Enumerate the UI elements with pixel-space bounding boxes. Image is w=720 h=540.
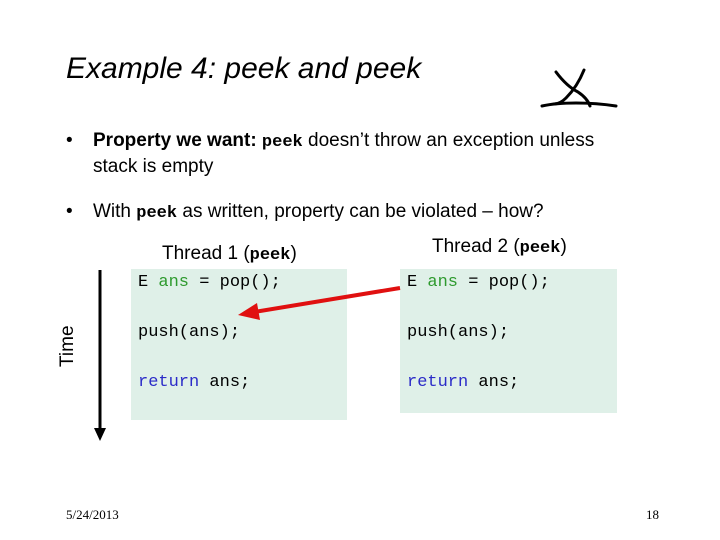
- thread1-label-suffix: ): [290, 243, 297, 264]
- bullet-lead: With: [93, 201, 137, 222]
- code-text: push(ans);: [138, 323, 241, 342]
- code-text: E: [138, 273, 159, 292]
- bullet-bold-lead: Property we want:: [93, 130, 262, 151]
- code-text: = pop();: [458, 273, 550, 292]
- handwritten-mark: [540, 68, 618, 108]
- bullet-rest: as written, property can be violated – h…: [177, 201, 544, 222]
- bullet-code: peek: [136, 204, 178, 223]
- footer-date: 5/24/2013: [66, 507, 119, 522]
- thread2-code-box: E ans = pop(); push(ans); return ans;: [400, 269, 617, 413]
- bullet-dot: •: [66, 130, 73, 151]
- code-keyword: return: [138, 373, 200, 392]
- thread2-label-suffix: ): [560, 236, 567, 257]
- code-line-push: push(ans);: [138, 323, 240, 342]
- bullet-rest-continued: stack is empty: [93, 156, 214, 177]
- thread1-label-code: peek: [249, 246, 291, 265]
- bullet-dot: •: [66, 201, 73, 222]
- time-arrow-icon: [94, 270, 106, 441]
- code-text: push(ans);: [407, 323, 510, 342]
- thread1-code-box: E ans = pop(); push(ans); return ans;: [131, 269, 347, 420]
- code-line-return: return ans;: [407, 373, 519, 392]
- thread1-label: Thread 1 (peek): [162, 243, 297, 265]
- code-line-return: return ans;: [138, 373, 250, 392]
- code-keyword: return: [407, 373, 469, 392]
- code-line-pop: E ans = pop();: [407, 273, 550, 292]
- code-line-pop: E ans = pop();: [138, 273, 281, 292]
- code-text: ans;: [199, 373, 251, 392]
- code-text: = pop();: [189, 273, 281, 292]
- bullet-code: peek: [261, 133, 303, 152]
- thread2-label-code: peek: [519, 239, 561, 258]
- code-variable: ans: [158, 273, 190, 292]
- thread2-label-prefix: Thread 2 (: [432, 236, 520, 257]
- thread2-label: Thread 2 (peek): [432, 236, 567, 258]
- slide-number: 18: [646, 507, 659, 522]
- interleaving-arrow-icon: [238, 286, 401, 320]
- thread1-label-prefix: Thread 1 (: [162, 243, 250, 264]
- slide-title: Example 4: peek and peek: [66, 52, 422, 85]
- bullet-rest: doesn’t throw an exception unless: [302, 130, 595, 151]
- code-variable: ans: [427, 273, 459, 292]
- code-text: ans;: [468, 373, 520, 392]
- code-line-push: push(ans);: [407, 323, 509, 342]
- code-text: E: [407, 273, 428, 292]
